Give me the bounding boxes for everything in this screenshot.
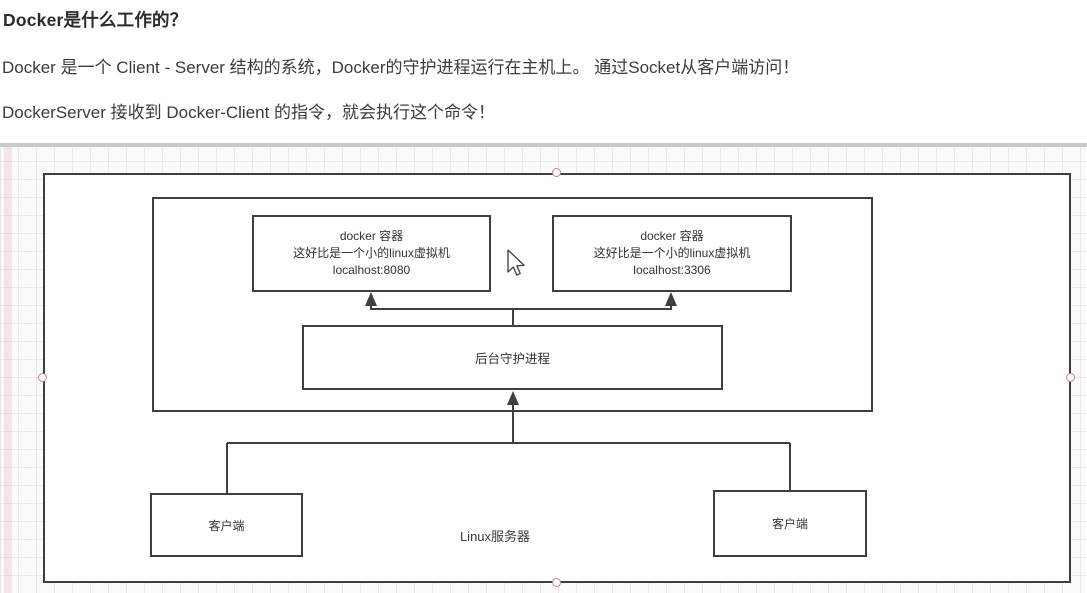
mouse-cursor-icon xyxy=(507,249,525,276)
container-title: docker 容器 xyxy=(339,229,404,243)
container-address: localhost:3306 xyxy=(633,263,711,277)
selection-handle-bottom[interactable] xyxy=(552,578,561,587)
selection-handle-left[interactable] xyxy=(38,373,47,382)
client-box-left[interactable]: 客户端 xyxy=(150,493,303,557)
container-subtitle: 这好比是一个小的linux虚拟机 xyxy=(293,246,450,260)
daemon-process-box[interactable]: 后台守护进程 xyxy=(302,325,723,390)
selection-handle-right[interactable] xyxy=(1066,373,1075,382)
docker-container-box-3306[interactable]: docker 容器 这好比是一个小的linux虚拟机 localhost:330… xyxy=(552,215,792,292)
command-paragraph: DockerServer 接收到 Docker-Client 的指令，就会执行这… xyxy=(2,103,496,122)
client-label: 客户端 xyxy=(771,517,808,531)
intro-paragraph: Docker 是一个 Client - Server 结构的系统，Docker的… xyxy=(2,58,800,77)
container-subtitle: 这好比是一个小的linux虚拟机 xyxy=(593,246,751,260)
client-box-right[interactable]: 客户端 xyxy=(713,490,867,557)
docker-container-box-8080[interactable]: docker 容器 这好比是一个小的linux虚拟机 localhost:808… xyxy=(252,215,491,292)
diagram-canvas[interactable]: docker 容器 这好比是一个小的linux虚拟机 localhost:808… xyxy=(0,143,1087,593)
container-title: docker 容器 xyxy=(640,229,704,243)
client-label: 客户端 xyxy=(208,518,245,533)
linux-server-label: Linux服务器 xyxy=(459,529,531,544)
daemon-label: 后台守护进程 xyxy=(474,352,550,366)
container-address: localhost:8080 xyxy=(332,263,411,277)
canvas-margin-line xyxy=(4,147,12,593)
selection-handle-top[interactable] xyxy=(552,168,561,177)
canvas-top-border xyxy=(0,143,1087,147)
page-title: Docker是什么工作的？ xyxy=(3,10,188,30)
